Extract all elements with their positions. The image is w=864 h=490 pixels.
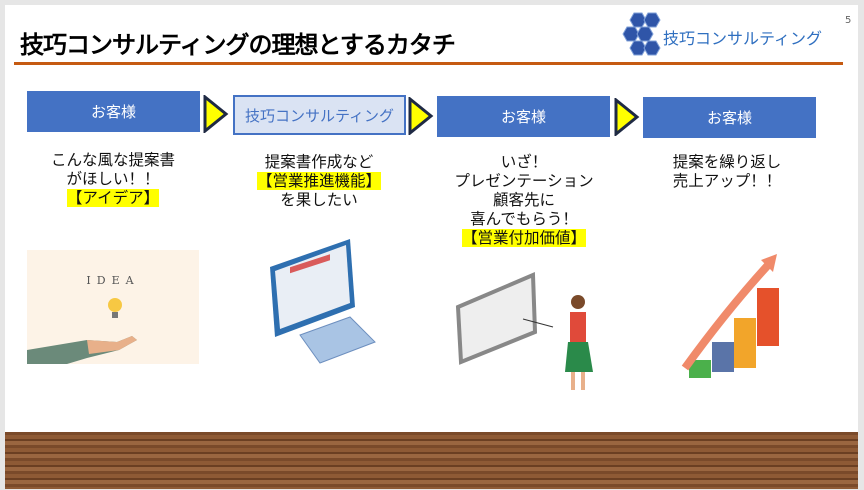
arrow-right-icon [408,97,434,135]
page-number: 5 [845,15,852,26]
text-line: こんな風な提案書 [50,151,175,169]
step-2-text: 提案書作成など 【営業推進機能】 を果したい [219,153,419,210]
slide-title: 技巧コンサルティングの理想とするカタチ [20,31,456,59]
text-line: 売上アップ！！ [672,172,782,190]
slide: 技巧コンサルティングの理想とするカタチ 5 技巧コンサルティング お客様 技巧コ… [5,5,858,489]
growth-chart-icon [681,254,779,378]
text-line: を果したい [280,191,358,209]
text-line: 喜んでもらう！ [470,210,578,228]
step-2-box: 技巧コンサルティング [233,95,406,135]
text-line: いざ！ [500,153,548,171]
wood-floor [5,432,858,489]
arrow-right-icon [203,95,229,133]
step-3-text: いざ！ プレゼンテーション 顧客先に 喜んでもらう！ 【営業付加価値】 [424,153,624,248]
step-1-box: お客様 [27,91,200,132]
step-4-box: お客様 [643,97,816,138]
computer-monitor-icon [270,239,376,364]
svg-text:IDEA: IDEA [86,274,139,287]
idea-lightbulb-hand-icon: IDEA [27,250,199,364]
title-divider [14,62,843,65]
step-3-box: お客様 [437,96,610,137]
highlight-text: 【アイデア】 [66,189,160,207]
text-line: 提案書作成など [264,153,374,171]
text-line: がほしい！！ [66,170,160,188]
arrow-right-icon [614,98,640,136]
step-1-text: こんな風な提案書 がほしい！！ 【アイデア】 [13,151,213,208]
text-line: プレゼンテーション [454,172,594,190]
highlight-text: 【営業付加価値】 [461,229,586,247]
logo-text: 技巧コンサルティング [663,29,823,48]
hexagon-logo-icon [622,12,661,56]
presenter-whiteboard-icon [455,272,593,390]
text-line: 提案を繰り返し [672,153,782,171]
text-line: 顧客先に [492,191,555,209]
step-4-text: 提案を繰り返し 売上アップ！！ [627,153,827,191]
highlight-text: 【営業推進機能】 [256,172,381,190]
